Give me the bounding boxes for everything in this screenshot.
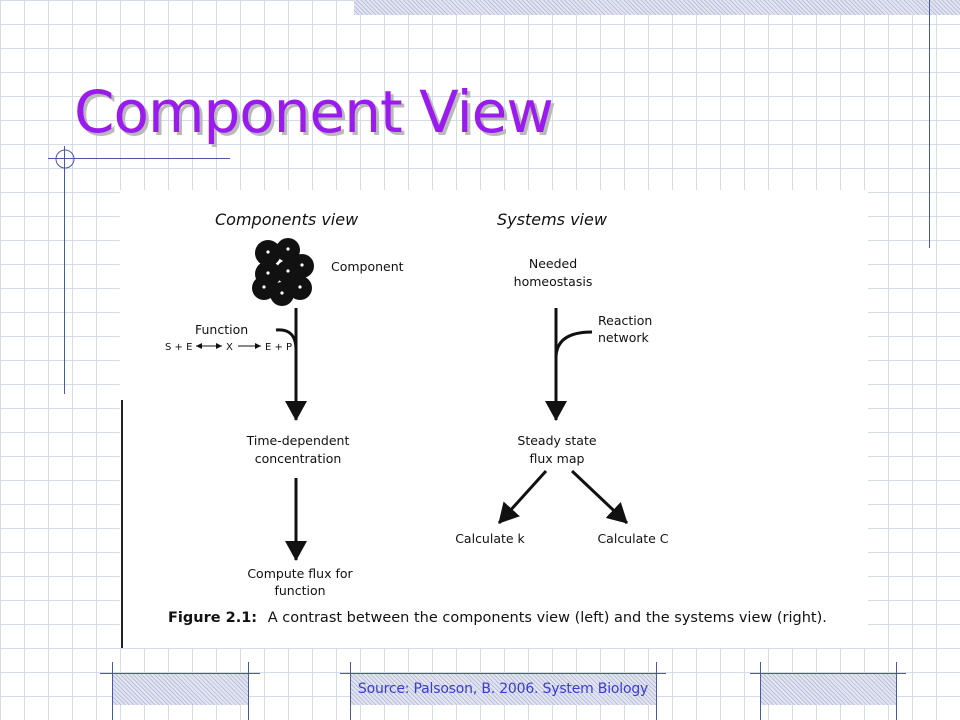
bottom-frame-tick-1 — [112, 662, 113, 720]
bottom-frame-tick-2 — [248, 662, 249, 720]
time-dependent-label-line1: Time-dependent — [246, 433, 350, 448]
bottom-frame-tick-6 — [896, 662, 897, 720]
components-view-heading: Components view — [215, 210, 359, 229]
calculate-k-label: Calculate k — [455, 531, 525, 546]
reaction-network-line2: network — [598, 330, 650, 345]
title-underline — [48, 158, 230, 159]
bottom-frame-tick-4 — [656, 662, 657, 720]
source-citation: Source: Palsoson, B. 2006. System Biolog… — [357, 681, 649, 697]
top-hatched-band — [354, 0, 960, 15]
figure-drawing: Components view Component Function S + E — [121, 210, 827, 648]
bottom-middle-hatched-box — [350, 673, 656, 705]
reaction-left-species: S + E — [165, 342, 192, 353]
reaction-right-species: E + P — [265, 342, 292, 353]
component-label: Component — [331, 259, 404, 274]
source-citation-box: Source: Palsoson, B. 2006. System Biolog… — [350, 677, 656, 701]
systems-view-heading: Systems view — [497, 210, 608, 229]
figure-caption: Figure 2.1: A contrast between the compo… — [168, 610, 827, 626]
figure-caption-text: A contrast between the components view (… — [268, 610, 827, 626]
bottom-frame-line-right — [750, 673, 906, 674]
function-label: Function — [195, 322, 248, 337]
bottom-frame-line-left — [100, 673, 260, 674]
steady-state-label-line2: flux map — [530, 451, 585, 466]
compute-flux-label-line2: function — [274, 583, 325, 598]
steady-state-label-line1: Steady state — [517, 433, 596, 448]
calculate-c-label: Calculate C — [597, 531, 668, 546]
bottom-right-hatched-box — [760, 673, 896, 705]
reaction-left-arrowhead — [196, 343, 202, 349]
slide-title: Component View — [74, 78, 554, 146]
needed-homeostasis-line2: homeostasis — [514, 274, 593, 289]
time-dependent-label-line2: concentration — [255, 451, 342, 466]
figure-caption-label: Figure 2.1: — [168, 610, 257, 626]
reaction-right-arrowhead — [216, 343, 222, 349]
reaction-network-line1: Reaction — [598, 313, 652, 328]
reaction-network-joining-curve — [554, 330, 593, 359]
reaction-equation: S + E X E + P — [165, 342, 292, 353]
systems-arrow-left — [497, 469, 548, 525]
systems-arrow-right — [570, 469, 629, 525]
bottom-frame-tick-3 — [350, 662, 351, 720]
reaction-forward-arrowhead — [255, 343, 261, 349]
bottom-left-hatched-box — [112, 673, 248, 705]
component-cluster-icon — [252, 238, 314, 306]
frame-left-vertical-line — [64, 146, 65, 394]
needed-homeostasis-line1: Needed — [529, 256, 577, 271]
figure-component-vs-systems-view: Components view Component Function S + E — [120, 190, 868, 648]
bottom-frame-line-middle — [340, 673, 666, 674]
frame-right-vertical-line — [929, 0, 930, 248]
reaction-intermediate: X — [226, 342, 233, 353]
compute-flux-label-line1: Compute flux for — [247, 566, 353, 581]
frame-corner-circle — [55, 149, 75, 169]
bottom-frame-tick-5 — [760, 662, 761, 720]
